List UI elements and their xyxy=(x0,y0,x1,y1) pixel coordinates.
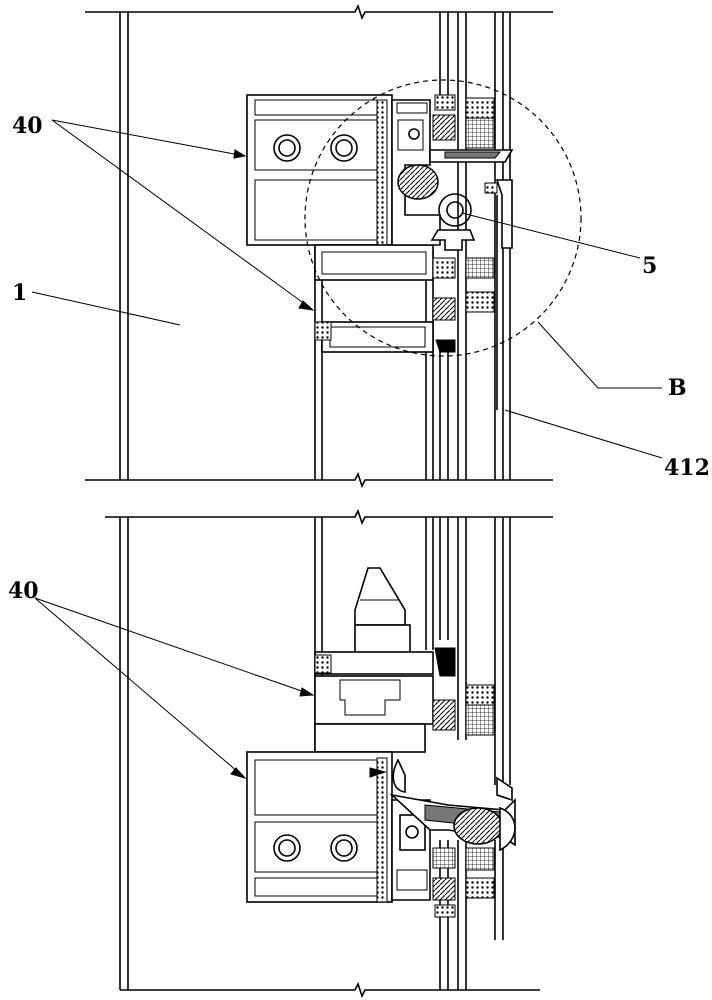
label-5: 5 xyxy=(642,253,657,279)
wall-column-1-top xyxy=(120,12,128,480)
label-40-bottom: 40 xyxy=(8,578,39,604)
label-412: 412 xyxy=(664,455,710,481)
sub-frame-top xyxy=(315,245,433,352)
transom-profile-40-bottom xyxy=(247,752,392,902)
wall-column-1-bottom xyxy=(120,517,128,990)
setting-block xyxy=(355,568,410,653)
transom-profile-40-top xyxy=(247,95,392,245)
glass-panes-bottom xyxy=(440,517,510,990)
gasket-bottom xyxy=(454,808,515,850)
leader-lines-bottom xyxy=(35,598,313,778)
label-1: 1 xyxy=(12,280,27,306)
label-b: B xyxy=(668,375,687,401)
top-section-view: 40 1 5 B 412 xyxy=(12,6,710,486)
bottom-section-view: 40 xyxy=(8,511,553,996)
label-40-top: 40 xyxy=(12,113,43,139)
seals-bottom xyxy=(433,685,494,917)
glazing-bracket-bottom xyxy=(392,760,430,900)
seals-top xyxy=(433,95,497,352)
